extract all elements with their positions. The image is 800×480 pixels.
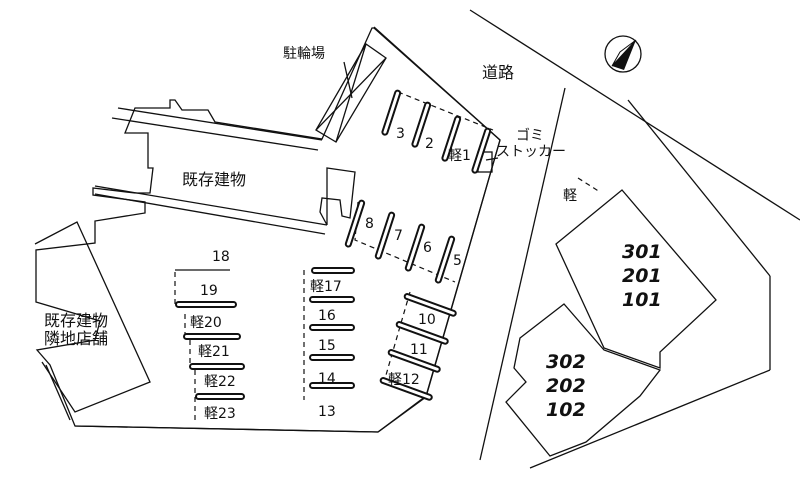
unit-302: 302 [546, 351, 586, 373]
parking-space-5: 5 [453, 253, 462, 269]
road-edges [469, 9, 800, 469]
parking-space-13: 13 [318, 404, 336, 420]
slot-group-center [303, 267, 355, 400]
unit-102: 102 [546, 399, 586, 421]
garbage-stocker-label-1: ゴミ [516, 127, 544, 144]
parking-space-11: 11 [410, 342, 428, 358]
light-parking-dash [577, 177, 601, 193]
slot-group-middle [344, 199, 456, 284]
existing-building-left-label-2: 隣地店舗 [44, 329, 108, 348]
parking-space-14: 14 [318, 371, 336, 387]
slot-group-left [174, 269, 245, 424]
bicycle-parking-label: 駐輪場 [283, 45, 325, 62]
parking-space-10: 10 [418, 312, 436, 328]
garbage-stocker-leader [485, 157, 499, 161]
lot-outline [74, 26, 501, 433]
existing-building-left-label-1: 既存建物 [44, 311, 108, 330]
parking-space-7: 7 [394, 228, 403, 244]
parking-space-16: 16 [318, 308, 336, 324]
parking-space-3: 3 [396, 126, 405, 142]
unit-201: 201 [622, 265, 662, 287]
apartment-building-upper [555, 189, 717, 369]
unit-202: 202 [546, 375, 586, 397]
parking-space-22: 軽22 [204, 374, 236, 390]
parking-space-17: 軽17 [310, 279, 342, 295]
parking-space-21: 軽21 [198, 344, 230, 360]
parking-space-2: 2 [425, 136, 434, 152]
parking-lot-boundary [35, 27, 501, 433]
north-arrow-icon [604, 35, 642, 73]
garbage-stocker-label-2: ストッカー [496, 144, 566, 160]
road-label: 道路 [482, 63, 514, 82]
slot-group-right [379, 291, 457, 401]
unit-301: 301 [622, 241, 662, 263]
parking-space-20: 軽20 [190, 315, 222, 331]
parking-space-1: 軽1 [448, 148, 471, 164]
parking-space-6: 6 [423, 240, 432, 256]
bicycle-parking-leader [343, 61, 353, 99]
parking-space-8: 8 [365, 216, 374, 232]
slot-group-top [381, 89, 494, 174]
parking-space-15: 15 [318, 338, 336, 354]
light-parking-mark: 軽 [563, 188, 577, 204]
parking-space-18: 18 [212, 249, 230, 265]
apartment-building-lower [505, 303, 662, 457]
existing-building-top-label: 既存建物 [182, 170, 246, 189]
existing-building-top-walls [94, 107, 356, 235]
unit-101: 101 [622, 289, 662, 311]
parking-space-23: 軽23 [204, 406, 236, 422]
parking-space-19: 19 [200, 283, 218, 299]
existing-building-left-walls [34, 221, 151, 421]
parking-space-12: 軽12 [388, 372, 420, 388]
